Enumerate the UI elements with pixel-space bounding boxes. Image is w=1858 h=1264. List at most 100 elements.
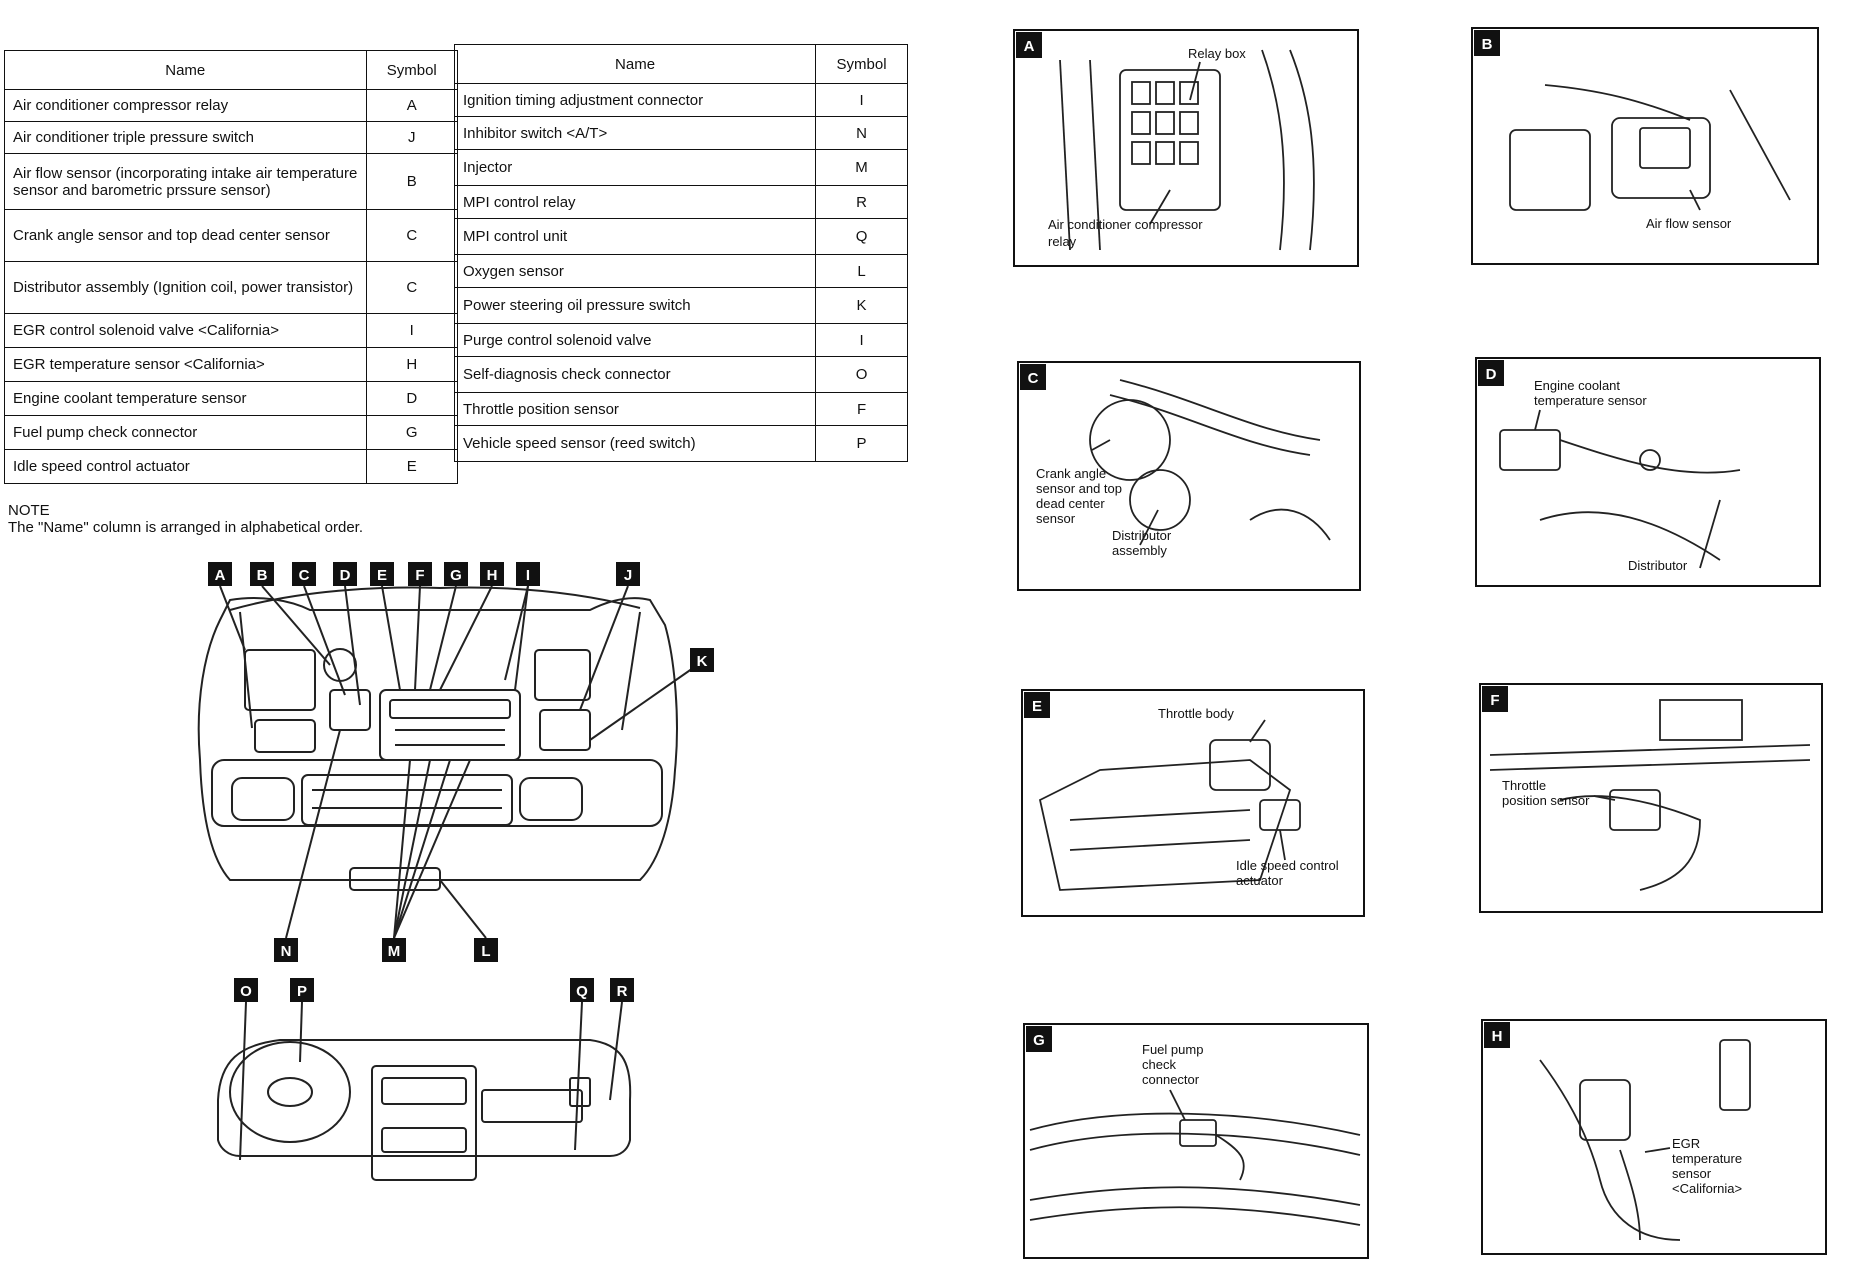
part-name: Idle speed control actuator [4,449,367,484]
panel-c-callout-4: sensor [1036,511,1076,526]
engine-bay-labels: A B C D E F G H I J K N M L [208,562,714,962]
detail-panel-g: G Fuel pump check connector [1023,1023,1369,1259]
panel-letter: H [1492,1028,1503,1045]
part-symbol: R [815,185,908,219]
location-label-o-text: O [240,983,252,1000]
license-plate [349,867,441,891]
location-label-o: O [234,978,258,1002]
leader-line-j [579,585,629,711]
panel-c-callout-6: assembly [1112,543,1167,558]
panel-a-callout-ac-relay: Air conditioner compressor [1048,217,1203,232]
part-symbol: B [365,153,458,210]
leader-line-q [574,1001,583,1151]
leader-line-i [504,585,529,681]
part-symbol: A [365,89,458,122]
location-label-m: M [382,938,406,962]
location-label-d: D [333,562,357,586]
distributor-housing [329,689,371,731]
placeholder-rect [1659,699,1743,741]
coolant-sensor-illustration [1499,409,1741,569]
location-label-j-text: J [624,567,632,584]
part-symbol: E [365,449,458,484]
panel-letter: E [1032,698,1042,715]
panel-letter: C [1028,370,1039,387]
part-name: MPI control relay [453,185,817,219]
location-label-e-text: E [377,567,387,584]
panel-letter: A [1024,38,1035,55]
panel-h-callout-4: <California> [1672,1181,1742,1196]
part-name: Engine coolant temperature sensor [4,381,367,416]
vehicle-body-outline [197,597,678,881]
location-label-c: C [292,562,316,586]
panel-c-callout-5: Distributor [1112,528,1172,543]
leader-line-b [261,585,331,666]
note-text: The "Name" column is arranged in alphabe… [8,519,364,536]
part-name: EGR control solenoid valve <California> [4,313,367,348]
right-vent [569,1077,591,1107]
part-symbol: I [365,313,458,348]
location-label-l: L [474,938,498,962]
symbol-column-header: Symbol [815,44,908,84]
part-name: Power steering oil pressure switch [453,287,817,324]
panel-g-callout-1: Fuel pump [1142,1042,1203,1057]
leader-line-p [299,1001,303,1063]
location-label-k: K [690,648,714,672]
headlight-left [231,777,295,821]
leader-line-f [414,585,421,691]
power-steering-pump [539,709,591,751]
location-label-n-text: N [281,943,292,960]
part-name: Air flow sensor (incorporating intake ai… [4,153,367,210]
leader-line-a [219,585,246,651]
leader-line-g [429,585,457,691]
hood-stay-right [621,611,641,731]
front-bumper [211,759,663,827]
leader-line-k [589,665,697,741]
panel-frame [1017,361,1361,591]
leader-line-n [285,729,341,939]
dashboard-outline [217,1039,632,1157]
panel-g-callout-2: check [1142,1057,1176,1072]
part-name: Ignition timing adjustment connector [453,83,817,117]
location-label-g: G [444,562,468,586]
parts-table-right: Name Symbol Ignition timing adjustment c… [453,44,908,462]
panel-frame [1479,683,1823,913]
steering-wheel-hub [267,1077,313,1107]
panel-frame [1021,689,1365,917]
location-label-h: H [480,562,504,586]
panel-frame [1475,357,1821,587]
location-label-m-text: M [388,943,401,960]
part-symbol: I [815,323,908,357]
distributor-illustration [1089,379,1331,546]
leader-line-r [609,1001,623,1101]
leader-line-h [439,585,493,691]
panel-c-callout-1: Crank angle [1036,466,1106,481]
location-label-j: J [616,562,640,586]
leader-line-m4 [393,759,471,939]
panel-letter: D [1486,366,1497,383]
location-label-q-text: Q [576,983,588,1000]
location-label-a-text: A [215,567,226,584]
front-grille [301,774,513,826]
valve-cover [389,699,511,719]
panel-h-callout-3: sensor [1672,1166,1712,1181]
battery [244,649,316,711]
egr-sensor-illustration [1539,1039,1751,1241]
detail-panel-e: E Throttle body Idle speed control actua… [1021,689,1365,917]
part-name: Oxygen sensor [453,254,817,288]
panel-h-callout-1: EGR [1672,1136,1700,1151]
location-label-f: F [408,562,432,586]
air-flow-sensor-illustration [1509,84,1791,211]
panel-letter: B [1482,36,1493,53]
location-label-b-text: B [257,567,268,584]
part-symbol: L [815,254,908,288]
panel-f-callout-1: Throttle [1502,778,1546,793]
engine-bay-diagram [197,585,697,939]
part-symbol: I [815,83,908,117]
center-console [371,1065,477,1181]
part-name: Inhibitor switch <A/T> [453,116,817,150]
location-label-p: P [290,978,314,1002]
part-name: MPI control unit [453,218,817,255]
panel-g-callout-3: connector [1142,1072,1200,1087]
location-label-i-text: I [526,567,530,584]
part-name: Throttle position sensor [453,392,817,426]
